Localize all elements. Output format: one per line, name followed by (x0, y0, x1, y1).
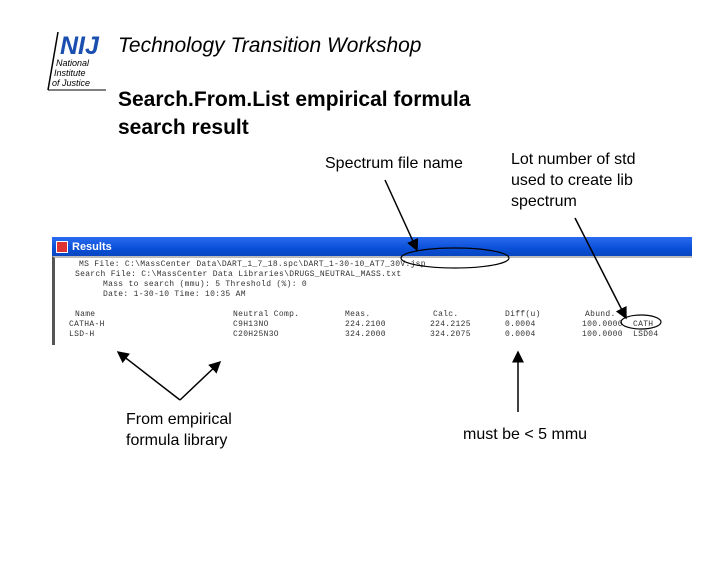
cell: 324.2075 (430, 330, 471, 339)
svg-text:NIJ: NIJ (60, 32, 100, 60)
slide-title: Search.From.List empirical formula searc… (118, 88, 471, 139)
library-arrow-right (179, 360, 222, 401)
app-icon (56, 240, 68, 253)
nij-logo: NIJ National Institute of Justice (46, 30, 108, 92)
col-header-meas: Meas. (345, 310, 371, 319)
window-title: Results (72, 240, 112, 253)
spectrum-file-label: Spectrum file name (325, 155, 463, 172)
results-content: MS File: C:\MassCenter Data\DART_1_7_18.… (52, 256, 692, 345)
lot-number-label: Lot number of std used to create lib spe… (511, 151, 636, 210)
lot-number-arrow (574, 217, 627, 320)
svg-text:National: National (56, 58, 90, 68)
cell: 224.2100 (345, 320, 386, 329)
cell: C9H13NO (233, 320, 269, 329)
cell: 0.0004 (505, 320, 536, 329)
cell: 100.0000 (582, 320, 623, 329)
svg-text:of Justice: of Justice (52, 78, 90, 88)
spectrum-file-arrow (384, 179, 419, 252)
info-line: MS File: C:\MassCenter Data\DART_1_7_18.… (79, 260, 426, 269)
cell: 100.0000 (582, 330, 623, 339)
from-library-label: From empirical formula library (126, 411, 232, 449)
window-titlebar[interactable]: Results (52, 237, 692, 256)
cell: 224.2125 (430, 320, 471, 329)
cell: LSD-H (69, 330, 95, 339)
table-row: LSD-H C20H25N3O 324.2000 324.2075 0.0004… (55, 330, 692, 546)
info-line: Mass to search (mmu): 5 Threshold (%): 0 (103, 280, 308, 289)
results-window: Results MS File: C:\MassCenter Data\DART… (52, 237, 692, 345)
cell: CATH (633, 320, 654, 329)
lot-number-ellipse (620, 314, 662, 330)
mass-error-label: must be < 5 mmu (463, 426, 588, 443)
info-line: Search File: C:\MassCenter Data Librarie… (75, 270, 402, 279)
col-header-abund: Abund. (585, 310, 616, 319)
svg-text:Institute: Institute (54, 68, 86, 78)
info-line: Date: 1-30-10 Time: 10:35 AM (103, 290, 246, 299)
col-header-name: Name (75, 310, 96, 319)
cell: 324.2000 (345, 330, 386, 339)
col-header-comp: Neutral Comp. (233, 310, 300, 319)
col-header-calc: Calc. (433, 310, 459, 319)
cell: LSD04 (633, 330, 659, 339)
cell: CATHA-H (69, 320, 105, 329)
library-arrow-left (116, 351, 181, 401)
cell: 0.0004 (505, 330, 536, 339)
col-header-diff: Diff(u) (505, 310, 541, 319)
cell: C20H25N3O (233, 330, 279, 339)
spectrum-file-ellipse (400, 247, 510, 269)
annotation-arrows (116, 179, 662, 412)
table-row: CATHA-H C9H13NO 224.2100 224.2125 0.0004… (55, 320, 692, 447)
workshop-title: Technology Transition Workshop (118, 34, 422, 57)
